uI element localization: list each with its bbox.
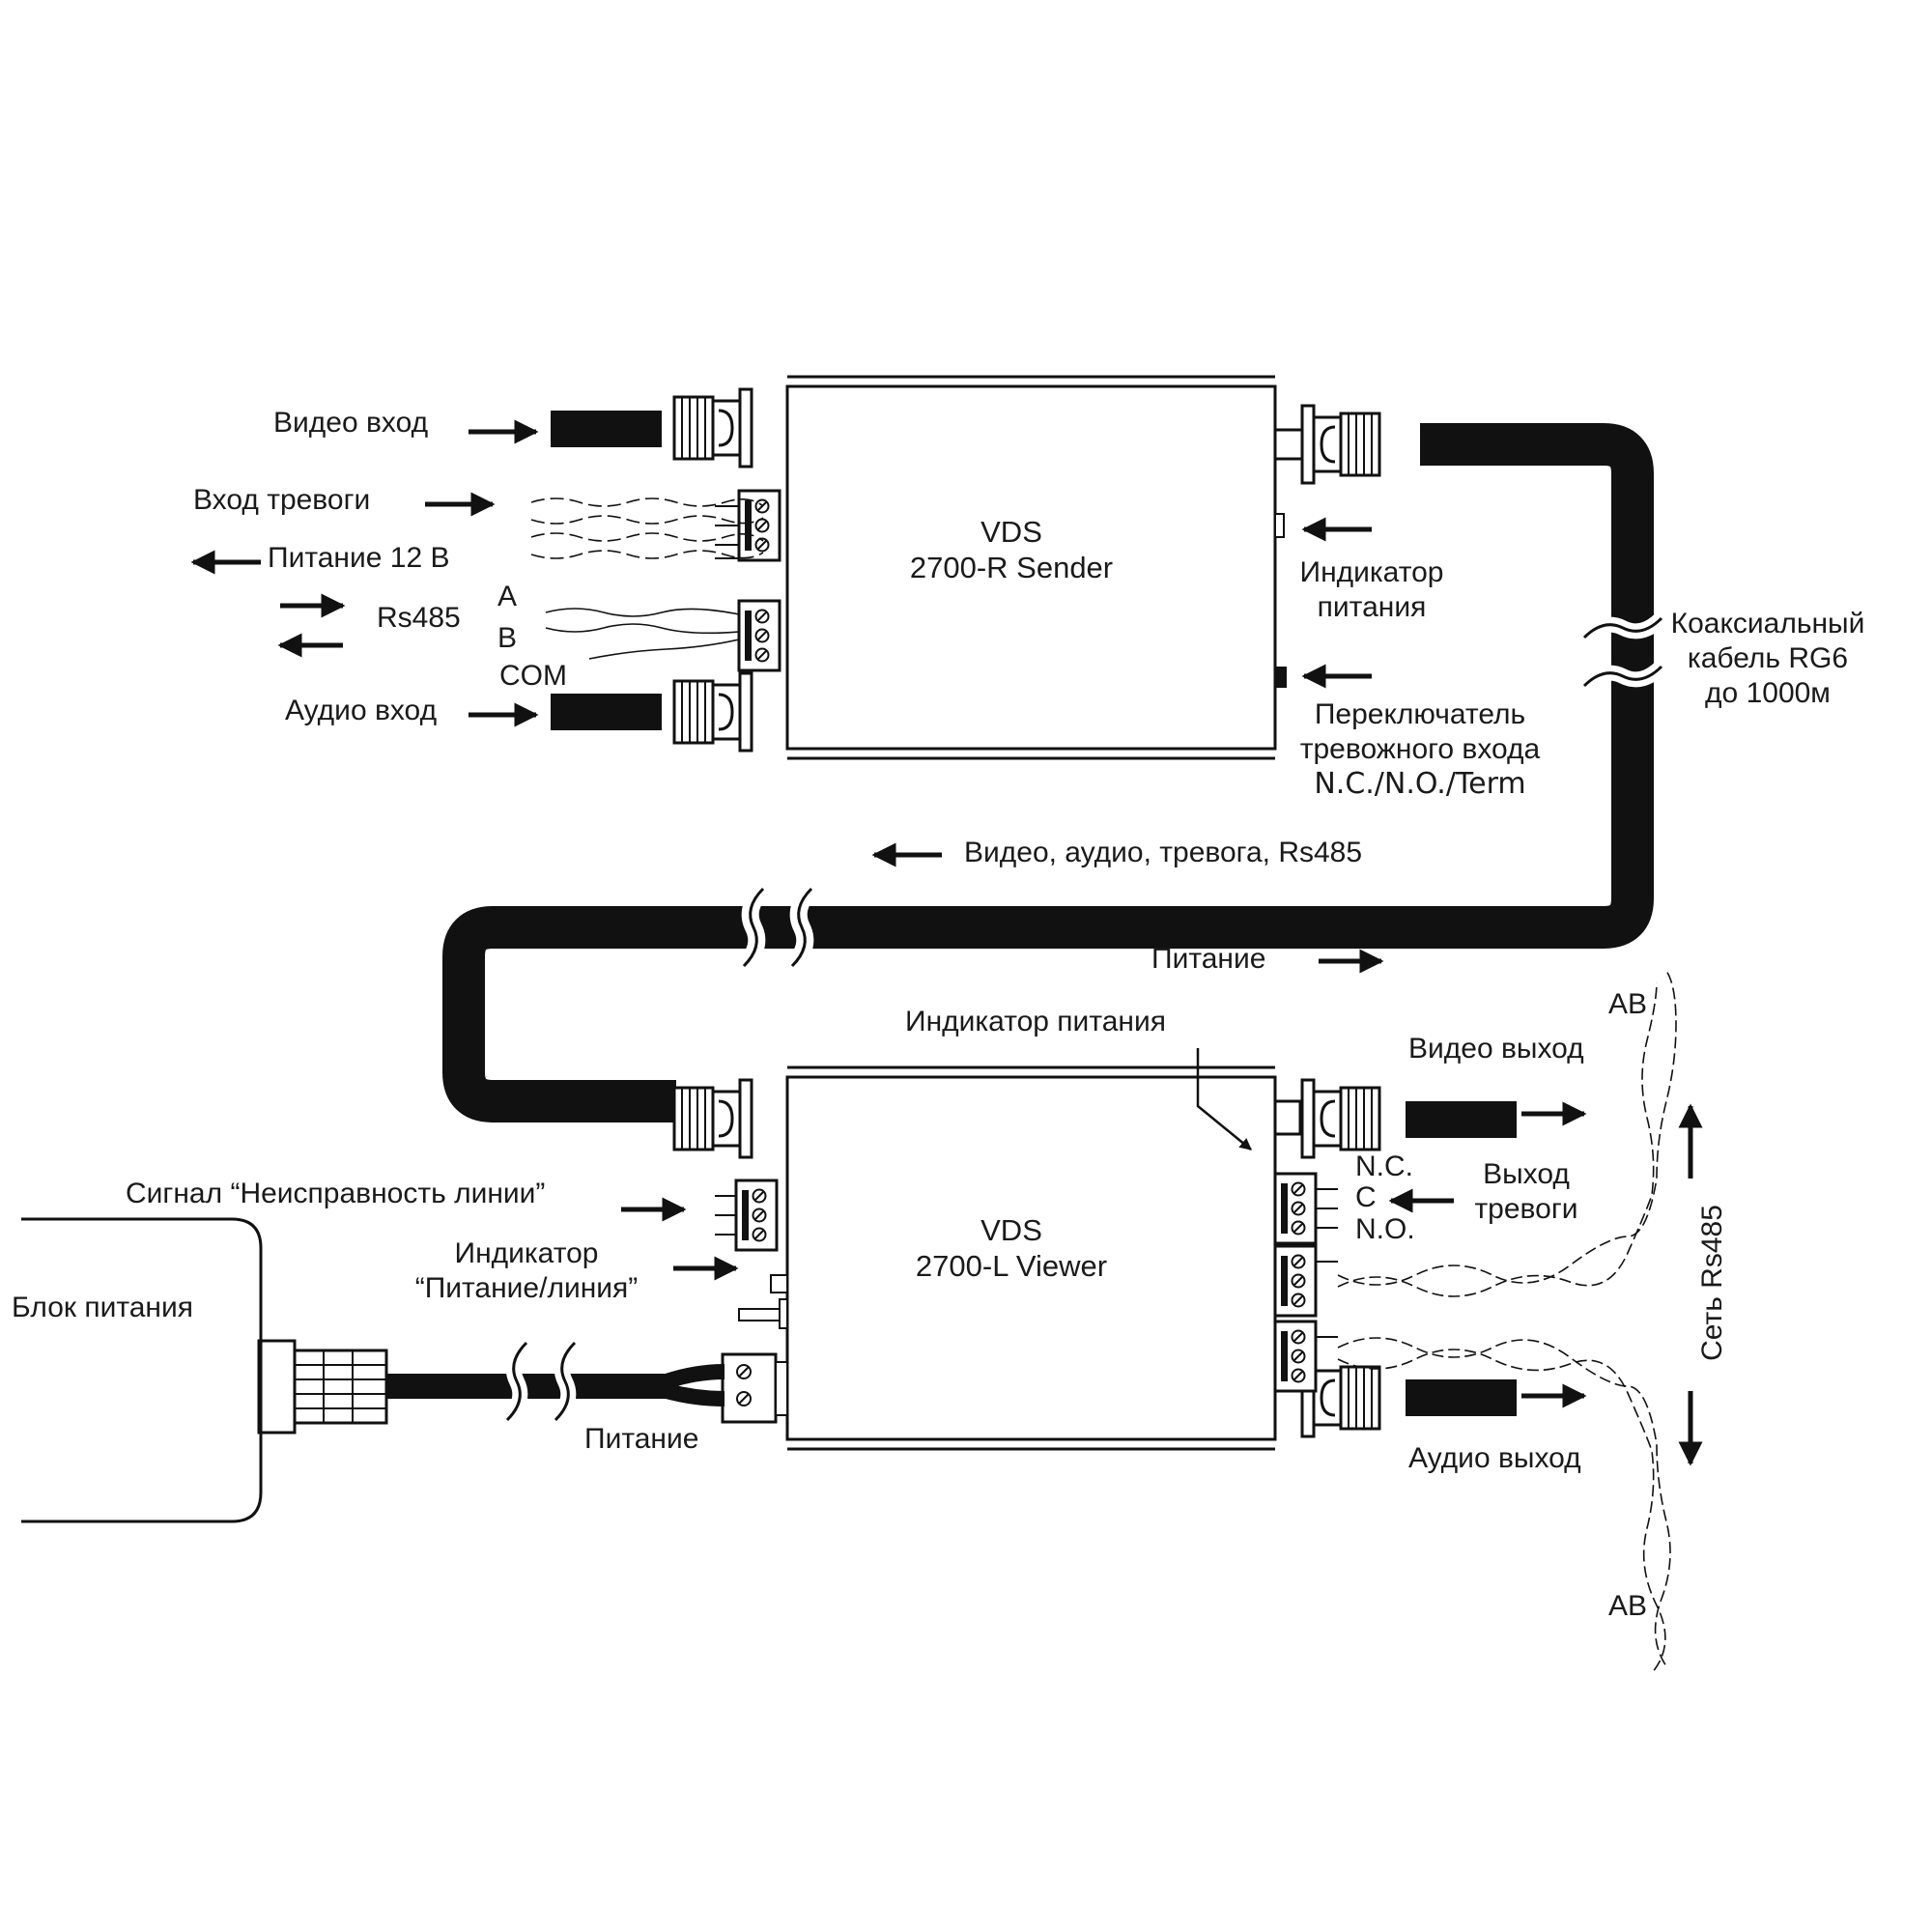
coax-cable-label: Коаксиальный кабель RG6 до 1000м xyxy=(1642,607,1893,711)
sender-power-12v-label: Питание 12 В xyxy=(268,542,450,574)
viewer-c-label: C xyxy=(1355,1181,1377,1213)
sender-alarm-switch xyxy=(1275,667,1287,688)
psu-label: Блок питания xyxy=(12,1292,193,1323)
viewer-line-fault-terminal xyxy=(715,1179,779,1252)
sender-alarm-in-label: Вход тревоги xyxy=(193,484,371,516)
sender-switch-line3: N.C./N.O./Term xyxy=(1314,767,1526,801)
sender-a-label: A xyxy=(497,581,518,612)
sender-video-in-connector xyxy=(551,387,753,469)
sender-rs485-terminal xyxy=(737,599,781,672)
coax-cable xyxy=(442,423,1667,1122)
sender-alarm-wires xyxy=(530,497,764,559)
viewer-device-line2: 2700-L Viewer xyxy=(915,1249,1108,1284)
sender-com-label: COM xyxy=(499,660,567,692)
coax-cable-line3: до 1000м xyxy=(1705,677,1831,709)
viewer-alarm-out-terminal xyxy=(1273,1172,1338,1245)
viewer-rs485-wires xyxy=(1337,970,1677,1674)
viewer-alarm-out-line2: тревоги xyxy=(1474,1193,1578,1225)
viewer-device-name: VDS 2700-L Viewer xyxy=(818,1212,1205,1284)
viewer-rs485-terminal-2 xyxy=(1273,1320,1338,1393)
viewer-device-line1: VDS xyxy=(980,1213,1042,1247)
viewer-audio-out-label: Аудио выход xyxy=(1408,1442,1581,1474)
viewer-power-indicator-label: Индикатор питания xyxy=(905,1006,1166,1037)
viewer-line-indicator-label: Индикатор “Питание/линия” xyxy=(382,1236,671,1306)
viewer-indicator-leader xyxy=(1196,1048,1252,1151)
viewer-video-out-connector xyxy=(1273,1080,1517,1157)
viewer-alarm-out-line1: Выход xyxy=(1483,1158,1570,1190)
sender-alarm-terminal xyxy=(715,489,781,562)
viewer-audio-out-connector xyxy=(1302,1359,1517,1436)
sender-device-line2: 2700-R Sender xyxy=(909,551,1114,585)
sender-device-name: VDS 2700-R Sender xyxy=(818,514,1205,585)
viewer-ab-top-label: AB xyxy=(1608,988,1648,1020)
viewer-line-fault-label: Сигнал “Неисправность линии” xyxy=(126,1178,546,1209)
viewer-box xyxy=(785,1065,1277,1451)
viewer-nc-label: N.C. xyxy=(1355,1151,1413,1182)
sender-device-line1: VDS xyxy=(980,515,1042,549)
viewer-rs485-terminal-1 xyxy=(1273,1244,1338,1318)
sender-audio-in-connector xyxy=(551,671,753,753)
sender-coax-out-connector xyxy=(1273,406,1379,483)
coax-cable-line1: Коаксиальный xyxy=(1670,608,1865,639)
viewer-video-out-label: Видео выход xyxy=(1408,1033,1584,1065)
cable-signals-label: Видео, аудио, тревога, Rs485 xyxy=(964,837,1363,868)
sender-video-in-label: Видео вход xyxy=(273,407,429,439)
sender-b-label: B xyxy=(497,622,518,654)
sender-alarm-switch-label: Переключатель тревожного входа N.C./N.O.… xyxy=(1265,697,1575,802)
sender-power-indicator-line2: питания xyxy=(1317,591,1427,623)
viewer-line-indicator-line2: “Питание/линия” xyxy=(414,1272,639,1304)
viewer-power-label: Питание xyxy=(584,1423,699,1455)
psu-power-cable xyxy=(257,1337,725,1435)
sender-audio-in-label: Аудио вход xyxy=(285,695,438,726)
viewer-line-led xyxy=(770,1274,788,1293)
viewer-rs485-net-label: Сеть Rs485 xyxy=(1696,1205,1728,1361)
viewer-no-label: N.O. xyxy=(1355,1213,1415,1245)
sender-box xyxy=(785,375,1277,760)
viewer-switch xyxy=(738,1298,788,1329)
viewer-alarm-out-label: Выход тревоги xyxy=(1454,1157,1599,1227)
sender-rs485-label: Rs485 xyxy=(377,602,461,634)
sender-switch-line2: тревожного входа xyxy=(1299,733,1541,765)
sender-rs485-wires xyxy=(545,608,740,660)
viewer-line-indicator-line1: Индикатор xyxy=(454,1237,599,1269)
psu-box xyxy=(21,1217,263,1523)
arrows xyxy=(190,419,1703,1466)
sender-switch-line1: Переключатель xyxy=(1314,698,1526,730)
sender-power-indicator-label: Индикатор питания xyxy=(1275,555,1468,625)
cable-power-label: Питание xyxy=(1151,943,1266,975)
viewer-power-terminal xyxy=(721,1352,788,1424)
viewer-coax-in-connector xyxy=(672,1078,753,1159)
sender-power-led xyxy=(1274,513,1285,538)
sender-power-indicator-line1: Индикатор xyxy=(1299,556,1444,588)
coax-cable-line2: кабель RG6 xyxy=(1687,642,1849,674)
viewer-ab-bottom-label: AB xyxy=(1608,1590,1648,1622)
